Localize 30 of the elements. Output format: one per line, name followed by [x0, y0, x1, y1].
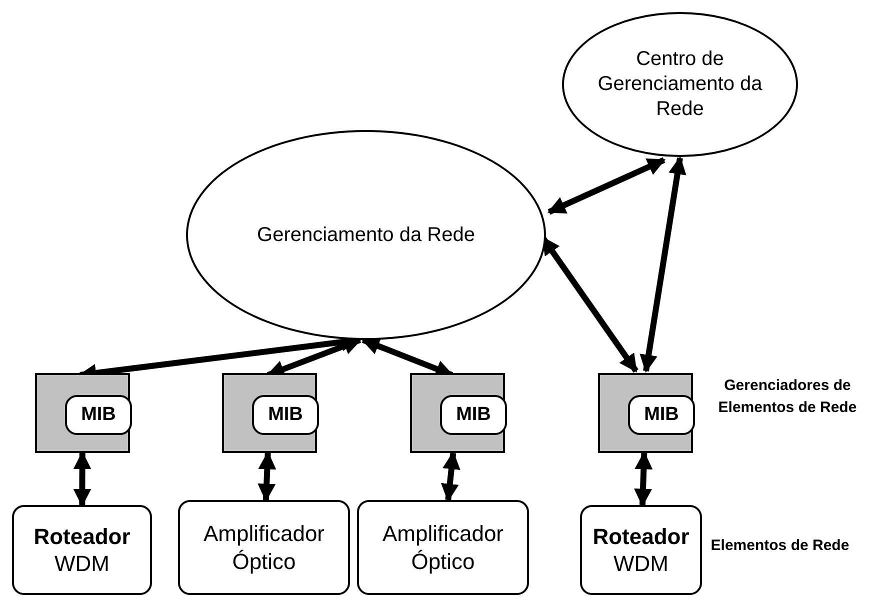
- mib-box: [628, 395, 695, 435]
- node-text: MIB: [456, 403, 491, 427]
- mib-box: [252, 395, 319, 435]
- double-arrow: [640, 156, 686, 373]
- node-text: Amplificador Óptico: [202, 520, 326, 575]
- network-element-box: [580, 505, 702, 595]
- mib-box: [65, 395, 132, 435]
- manager-box: [222, 373, 317, 453]
- node-text: MIB: [81, 403, 116, 427]
- manager-box: [410, 373, 505, 453]
- manager-box: [35, 373, 130, 453]
- double-arrow: [440, 451, 460, 502]
- manager-box: [598, 373, 693, 453]
- node-text: MIB: [644, 403, 679, 427]
- node-text: Roteador WDM: [32, 522, 132, 578]
- double-arrow: [547, 157, 666, 215]
- side-label: Elementos de Rede: [710, 536, 850, 556]
- double-arrow: [258, 451, 276, 502]
- network-element-box: [12, 505, 152, 595]
- node-text: Roteador WDM: [592, 522, 690, 578]
- node-text: Amplificador Óptico: [381, 520, 505, 575]
- double-arrow: [73, 451, 92, 507]
- network-element-box: [178, 500, 350, 595]
- node-text: Centro de Gerenciamento da Rede: [596, 47, 764, 122]
- node-text: MIB: [268, 403, 303, 427]
- side-label: Gerenciadores de Elementos de Rede: [717, 376, 858, 418]
- mib-box: [440, 395, 507, 435]
- node-text: Gerenciamento da Rede: [257, 222, 475, 248]
- network-element-box: [357, 500, 529, 595]
- double-arrow: [634, 451, 653, 507]
